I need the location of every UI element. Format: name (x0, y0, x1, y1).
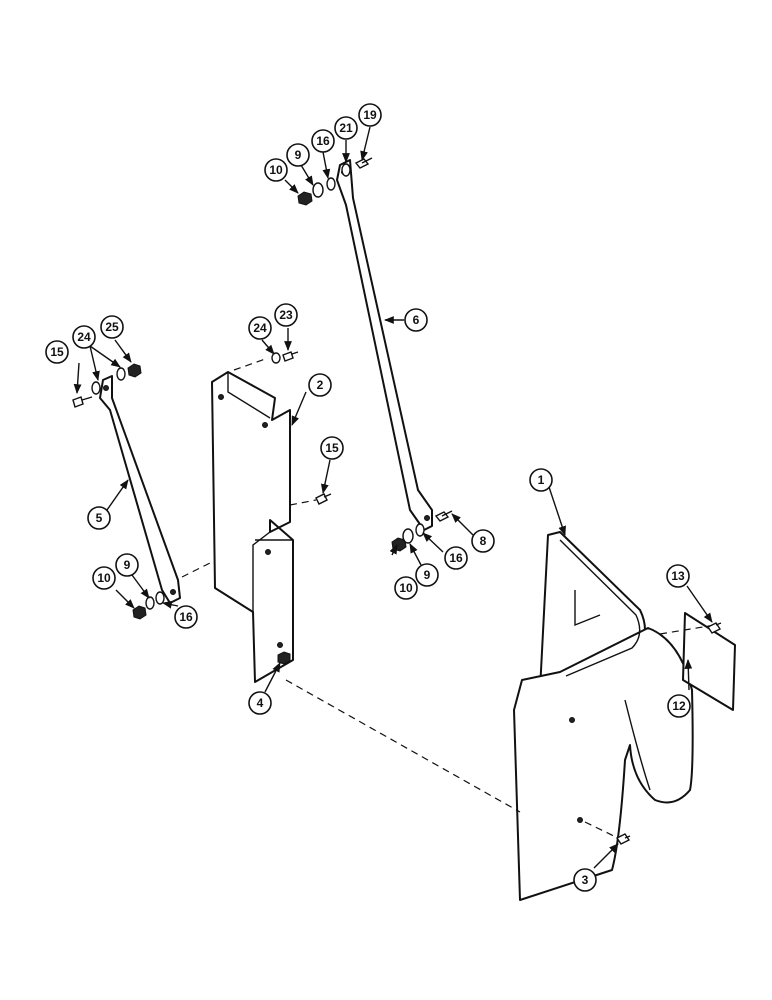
cover-plate (682, 612, 736, 711)
svg-text:6: 6 (413, 313, 420, 327)
svg-text:4: 4 (257, 696, 264, 710)
bolt-icon (315, 493, 332, 505)
callout-10: 10 (264, 158, 288, 182)
svg-text:8: 8 (480, 534, 487, 548)
fender-panel (513, 531, 694, 901)
alignment-line (181, 561, 213, 578)
alignment-line (584, 821, 619, 839)
washer-icon (326, 177, 336, 191)
nut-icon (297, 191, 313, 206)
svg-text:24: 24 (77, 330, 91, 344)
svg-text:3: 3 (582, 873, 589, 887)
washer-icon (145, 596, 155, 610)
callout-12: 12 (667, 694, 691, 718)
callout-21: 21 (334, 116, 358, 140)
svg-text:9: 9 (424, 568, 431, 582)
washer-icon (312, 182, 324, 198)
svg-text:2: 2 (317, 378, 324, 392)
callouts: 1 2 3 4 5 6 8 9 9 9 10 10 10 12 13 15 15… (45, 103, 691, 892)
washer-icon (155, 591, 165, 605)
svg-text:15: 15 (50, 345, 64, 359)
callout-5: 5 (87, 506, 111, 530)
channel-bracket (211, 371, 294, 683)
callout-23: 23 (274, 303, 298, 327)
bolt-icon (72, 396, 93, 408)
callout-8: 8 (471, 529, 495, 553)
callout-9: 9 (115, 553, 139, 577)
callout-6: 6 (404, 308, 428, 332)
svg-text:23: 23 (279, 308, 293, 322)
washer-icon (415, 523, 425, 537)
bolt-icon (434, 510, 453, 522)
callout-10: 10 (394, 576, 418, 600)
svg-text:12: 12 (672, 699, 686, 713)
callout-25: 25 (100, 315, 124, 339)
washer-icon (271, 352, 281, 364)
callout-9: 9 (415, 563, 439, 587)
callout-15: 15 (45, 340, 69, 364)
hardware-bottom-right (391, 510, 453, 552)
callout-1: 1 (529, 468, 553, 492)
left-brace (99, 375, 181, 604)
nut-icon (127, 363, 142, 378)
alignment-line (233, 357, 269, 371)
alignment-line (285, 679, 521, 813)
svg-text:19: 19 (363, 108, 377, 122)
callout-4: 4 (248, 691, 272, 715)
washer-icon (91, 381, 101, 395)
svg-text:10: 10 (269, 163, 283, 177)
callout-16: 16 (311, 129, 335, 153)
svg-text:10: 10 (97, 571, 111, 585)
alignment-line (659, 624, 716, 635)
hardware-top-left (72, 363, 142, 408)
callout-2: 2 (308, 373, 332, 397)
callout-9: 9 (286, 143, 310, 167)
svg-text:10: 10 (399, 581, 413, 595)
long-brace (336, 159, 433, 531)
washer-icon (341, 163, 351, 177)
callout-19: 19 (358, 103, 382, 127)
washer-icon (116, 367, 126, 381)
callout-24: 24 (248, 316, 272, 340)
svg-text:25: 25 (105, 320, 119, 334)
svg-text:15: 15 (325, 441, 339, 455)
svg-text:16: 16 (316, 134, 330, 148)
svg-text:5: 5 (96, 511, 103, 525)
bolt-icon (706, 622, 722, 634)
callout-13: 13 (666, 564, 690, 588)
nut-icon (277, 651, 291, 665)
svg-text:1: 1 (538, 473, 545, 487)
washer-icon (402, 528, 414, 544)
alignment-line (289, 499, 317, 506)
leader-lines (73, 126, 713, 869)
callout-24: 24 (72, 325, 96, 349)
callout-15: 15 (320, 436, 344, 460)
nut-icon (132, 605, 147, 620)
svg-text:16: 16 (449, 551, 463, 565)
svg-text:9: 9 (295, 148, 302, 162)
svg-text:13: 13 (671, 569, 685, 583)
bolt-icon (354, 157, 373, 169)
callout-10: 10 (92, 566, 116, 590)
bolt-icon (615, 833, 631, 845)
callout-16: 16 (444, 546, 468, 570)
svg-text:24: 24 (253, 321, 267, 335)
svg-text:16: 16 (179, 610, 193, 624)
hardware-bracket-top (271, 351, 299, 364)
svg-text:9: 9 (124, 558, 131, 572)
callout-16: 16 (174, 605, 198, 629)
bolt-icon (282, 351, 299, 362)
svg-text:21: 21 (339, 121, 353, 135)
hardware-top (297, 157, 373, 206)
hardware-bottom-left (132, 591, 165, 620)
callout-3: 3 (573, 868, 597, 892)
